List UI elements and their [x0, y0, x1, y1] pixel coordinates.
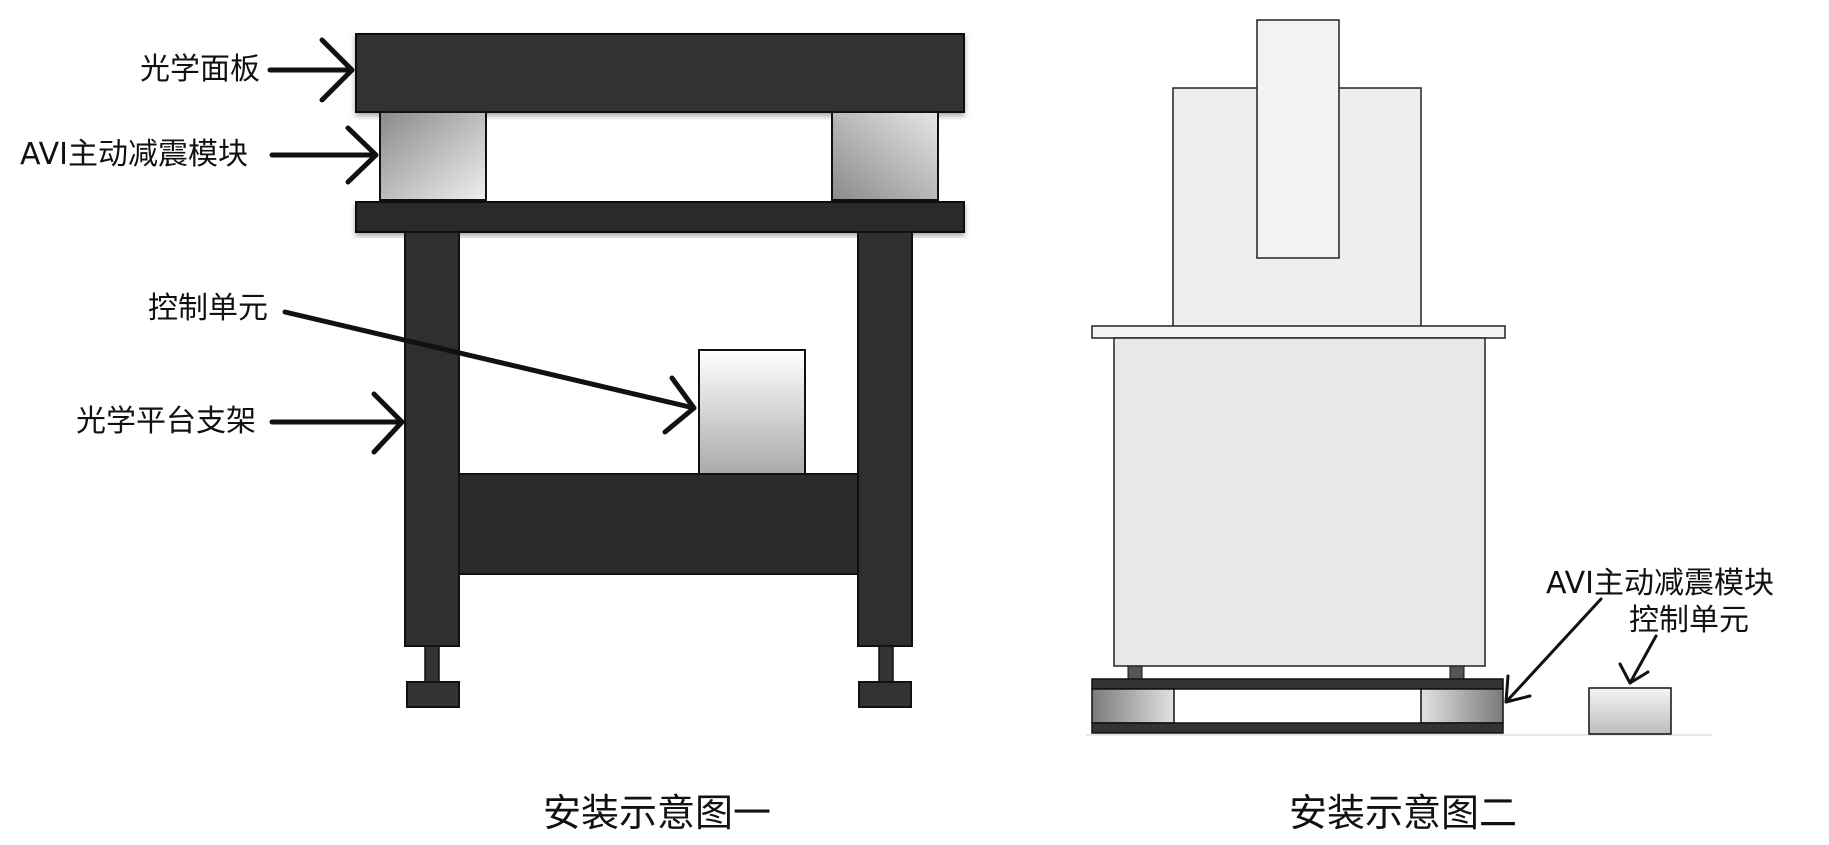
avi-module-left — [379, 111, 487, 201]
figure-1: 光学面板 AVI主动减震模块 控制单元 光学平台支架 安装示意图一 — [20, 33, 965, 835]
arrow-control-unit-2 — [1618, 634, 1658, 685]
label-control-unit: 控制单元 — [148, 291, 268, 326]
avi-module-right-2 — [1420, 688, 1504, 724]
arrow-avi-module — [269, 125, 379, 185]
control-unit-box — [698, 349, 806, 475]
label-avi-module: AVI主动减震模块 — [20, 137, 248, 172]
foot-base-right — [858, 681, 912, 708]
arrow-optical-panel — [267, 37, 355, 103]
arrow-avi-module-2 — [1504, 597, 1603, 704]
cabinet-foot-left — [1127, 665, 1143, 681]
optical-panel — [355, 33, 965, 113]
equipment-top-plate — [1091, 325, 1506, 339]
foot-base-left — [406, 681, 460, 708]
frame-cross-beam — [458, 473, 859, 575]
caption-figure-2: 安装示意图二 — [1289, 791, 1517, 835]
avi-base-top-plate — [1091, 678, 1504, 690]
label-platform-frame: 光学平台支架 — [76, 404, 256, 439]
frame-leg-left — [404, 231, 460, 647]
foot-stem-right — [878, 645, 894, 683]
frame-top-beam — [355, 201, 965, 233]
avi-module-left-2 — [1091, 688, 1175, 724]
label-control-unit-2: 控制单元 — [1629, 603, 1749, 638]
control-unit-box-2 — [1588, 687, 1672, 735]
avi-base-bottom-plate — [1091, 722, 1504, 734]
avi-module-right — [831, 111, 939, 201]
frame-leg-right — [857, 231, 913, 647]
equipment-column — [1256, 19, 1340, 259]
arrow-control-unit — [282, 309, 697, 435]
label-optical-panel: 光学面板 — [140, 52, 260, 87]
figure-2: AVI主动减震模块 控制单元 安装示意图二 — [1086, 19, 1774, 835]
caption-figure-1: 安装示意图一 — [543, 791, 771, 835]
cabinet-foot-right — [1449, 665, 1465, 681]
foot-stem-left — [424, 645, 440, 683]
arrow-platform-frame — [269, 391, 405, 455]
equipment-cabinet — [1113, 337, 1486, 667]
label-avi-module-2: AVI主动减震模块 — [1546, 566, 1774, 601]
